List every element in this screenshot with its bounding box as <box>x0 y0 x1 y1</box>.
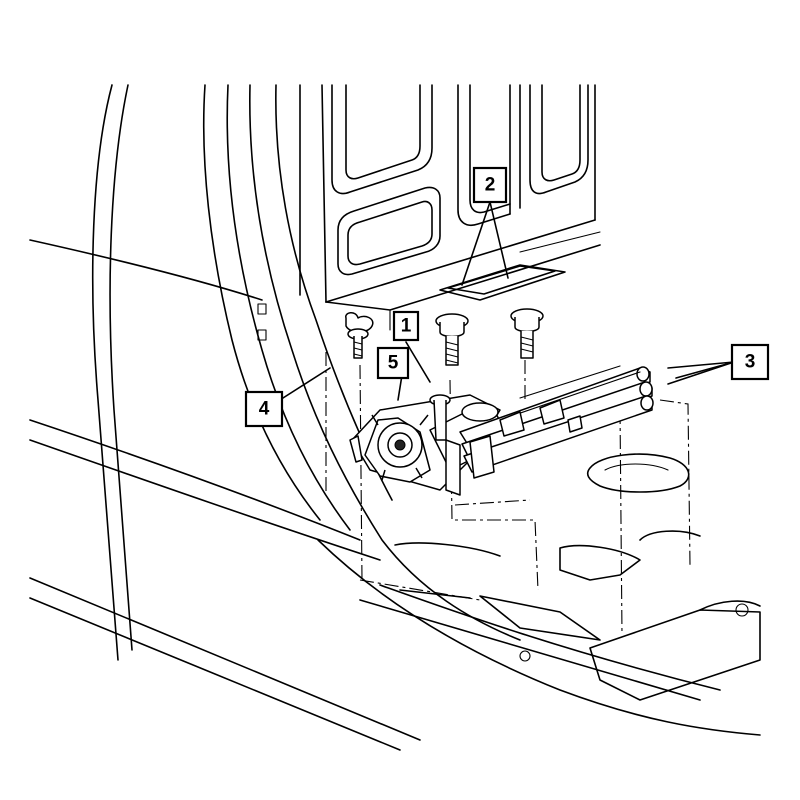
callout-2-label: 2 <box>485 175 496 196</box>
vehicle-body-outline <box>29 84 761 751</box>
leader-lines <box>271 201 735 406</box>
callout-1: 1 <box>392 310 420 342</box>
callout-5: 5 <box>376 346 410 380</box>
callout-4-label: 4 <box>259 399 270 420</box>
callout-3-label: 3 <box>745 352 756 373</box>
callout-4: 4 <box>244 390 284 428</box>
callout-5-label: 5 <box>388 353 399 374</box>
floor-pan <box>394 453 761 701</box>
wing-nut-fastener <box>345 312 374 359</box>
tool-rods <box>459 365 654 479</box>
pillar-clips <box>257 303 267 341</box>
callout-3: 3 <box>730 343 770 381</box>
rear-cab-panels <box>331 84 589 276</box>
jack-assembly <box>349 394 506 496</box>
callout-2: 2 <box>472 166 508 204</box>
mounting-bolt-1 <box>435 313 469 366</box>
callout-1-label: 1 <box>401 316 412 337</box>
floor-panel <box>325 231 601 331</box>
mounting-bolt-2 <box>510 308 544 359</box>
